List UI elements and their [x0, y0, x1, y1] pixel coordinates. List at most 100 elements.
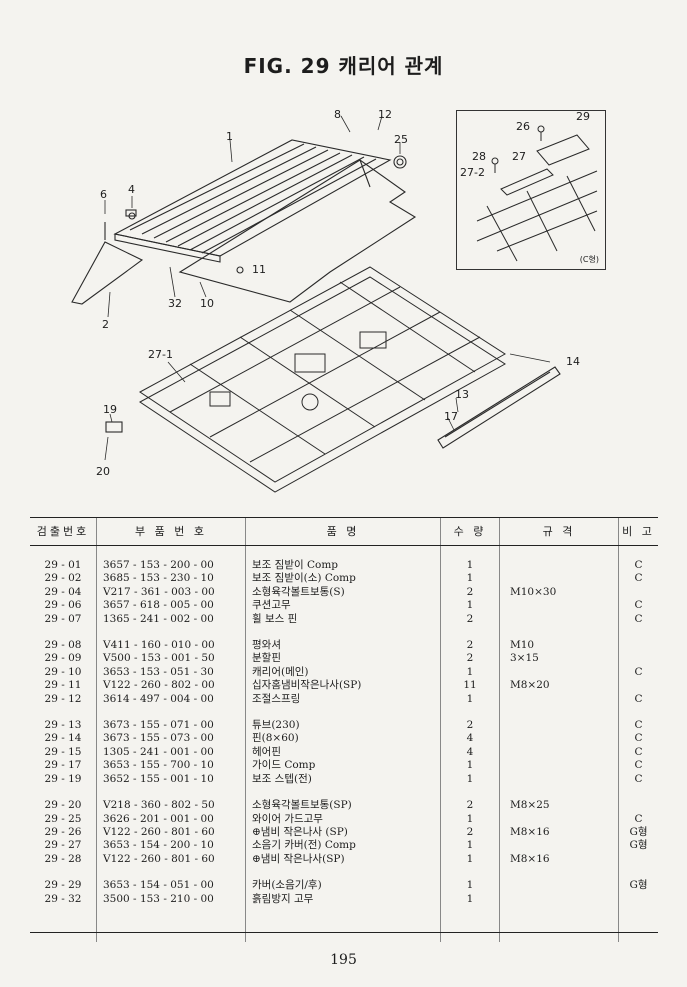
cell-note: C	[618, 772, 658, 787]
cell-qty: 1	[440, 759, 500, 773]
cell-name: 핀(8×60)	[245, 732, 441, 746]
cell-part: 3653 - 153 - 051 - 30	[96, 665, 246, 680]
col-header-note: 비 고	[618, 517, 658, 546]
callout-6: 6	[100, 188, 107, 201]
cell-note	[618, 679, 658, 693]
spacer-cell	[245, 866, 441, 880]
cell-name: 보조 짐받이 Comp	[245, 559, 441, 573]
spacer-cell	[440, 905, 500, 942]
cell-part: 3653 - 155 - 700 - 10	[96, 759, 246, 773]
cell-note	[618, 585, 658, 600]
row-spacer	[30, 866, 658, 880]
main-plate	[178, 159, 417, 303]
cell-note: C	[618, 559, 658, 573]
cell-name: 카버(소음기/후)	[245, 879, 441, 893]
cell-part: V122 - 260 - 801 - 60	[96, 852, 246, 867]
cell-name: 소음기 카버(전) Comp	[245, 839, 441, 853]
row-spacer	[30, 905, 658, 942]
spacer-cell	[440, 866, 500, 880]
cell-spec	[499, 692, 619, 707]
spacer-cell	[499, 866, 619, 880]
spacer-cell	[96, 706, 246, 720]
cell-qty: 2	[440, 825, 500, 840]
cell-spec	[499, 839, 619, 853]
spacer-cell	[499, 786, 619, 800]
guide-rail	[437, 366, 561, 449]
callout-13: 13	[455, 388, 469, 401]
spacer-cell	[30, 546, 97, 560]
cell-qty: 2	[440, 639, 500, 653]
spacer-cell	[96, 545, 246, 559]
cell-note: C	[618, 732, 658, 746]
cell-name: 평와셔	[245, 639, 441, 653]
cell-spec	[499, 745, 619, 760]
cell-no: 29 - 15	[44, 745, 82, 758]
cell-part: 3657 - 618 - 005 - 00	[96, 599, 246, 613]
cell-name: 튜브(230)	[245, 719, 441, 733]
spacer-cell	[30, 786, 97, 799]
cell-note	[618, 639, 658, 653]
cell-qty: 1	[440, 772, 500, 787]
cell-qty: 1	[440, 572, 500, 586]
cell-spec: M10	[499, 639, 619, 653]
callout-12: 12	[378, 108, 392, 121]
col-header-spec: 규 격	[499, 517, 619, 546]
spacer-cell	[440, 786, 500, 800]
callout-25: 25	[394, 133, 408, 146]
cell-part: 3652 - 155 - 001 - 10	[96, 772, 246, 787]
callout-32: 32	[168, 297, 182, 310]
spacer-cell	[440, 545, 500, 559]
cell-name: 휠 보스 핀	[245, 612, 441, 627]
cell-spec	[499, 772, 619, 787]
cell-no: 29 - 32	[44, 892, 82, 905]
table-bottom-rule	[30, 932, 658, 933]
cell-spec: M8×16	[499, 825, 619, 840]
spacer-cell	[96, 866, 246, 880]
cell-spec	[499, 892, 619, 906]
callout-14: 14	[566, 355, 580, 368]
spacer-cell	[499, 706, 619, 720]
cell-name: 소형육각볼트보통(SP)	[245, 799, 441, 813]
exploded-diagram	[71, 115, 561, 493]
spacer-cell	[96, 905, 246, 942]
spacer-cell	[30, 626, 97, 639]
cell-name: 쿠션고무	[245, 599, 441, 613]
cell-part: 3626 - 201 - 001 - 00	[96, 812, 246, 826]
callout-26: 26	[516, 120, 530, 133]
cell-note: C	[618, 599, 658, 613]
callout-1: 1	[226, 130, 233, 143]
cell-part: 3685 - 153 - 230 - 10	[96, 572, 246, 586]
spacer-cell	[245, 905, 441, 942]
cell-note: G형	[618, 825, 658, 840]
cell-no: 29 - 09	[44, 652, 82, 665]
callout-10: 10	[200, 297, 214, 310]
cell-note: C	[618, 812, 658, 826]
callout-27-2: 27-2	[460, 166, 485, 179]
cell-no: 29 - 10	[44, 665, 82, 678]
inset-detail: (C형)	[456, 110, 606, 270]
carrier-deck	[113, 139, 392, 263]
spacer-cell	[618, 626, 658, 640]
spacer-cell	[30, 866, 97, 879]
cell-no: 29 - 13	[44, 719, 82, 732]
side-step	[71, 241, 144, 305]
cell-part: 3500 - 153 - 210 - 00	[96, 892, 246, 906]
wire-guard-rubber	[393, 155, 407, 169]
cell-qty: 1	[440, 812, 500, 826]
cell-part: V122 - 260 - 801 - 60	[96, 825, 246, 840]
cell-qty: 4	[440, 745, 500, 760]
cell-qty: 1	[440, 879, 500, 893]
spacer-cell	[30, 706, 97, 719]
cell-name: 분할핀	[245, 652, 441, 666]
cell-no: 29 - 26	[44, 825, 82, 838]
cell-note: C	[618, 612, 658, 627]
cell-no: 29 - 20	[44, 799, 82, 812]
